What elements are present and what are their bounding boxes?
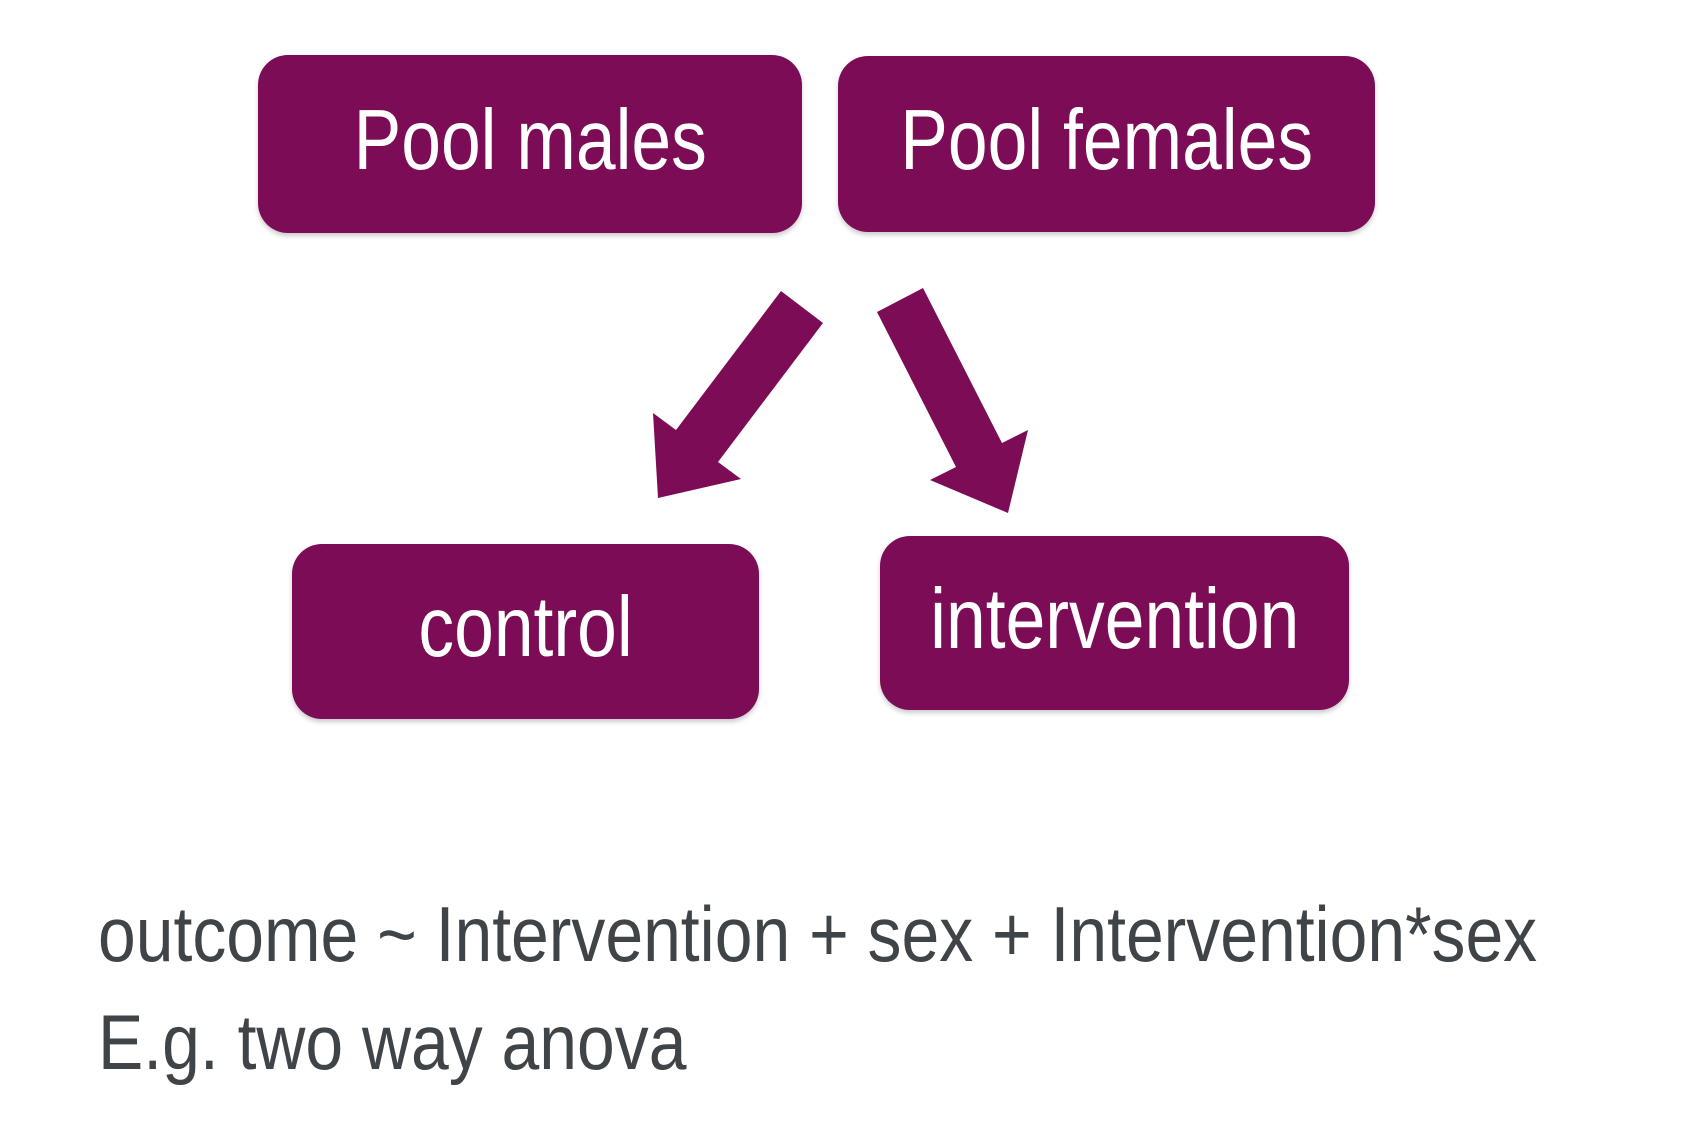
node-control-label: control <box>418 580 633 675</box>
arrow-down-right-icon <box>877 288 1028 513</box>
node-pool-males: Pool males <box>258 55 802 233</box>
node-pool-males-label: Pool males <box>353 92 707 188</box>
node-intervention-label: intervention <box>929 571 1300 667</box>
formula-example-text: E.g. two way anova <box>98 998 687 1086</box>
arrow-down-left-icon <box>653 291 823 498</box>
node-intervention: intervention <box>880 536 1349 710</box>
formula-model-text: outcome ~ Intervention + sex + Intervent… <box>98 890 1538 978</box>
node-pool-females-label: Pool females <box>900 92 1313 188</box>
node-pool-females: Pool females <box>838 56 1375 232</box>
node-control: control <box>292 544 759 719</box>
